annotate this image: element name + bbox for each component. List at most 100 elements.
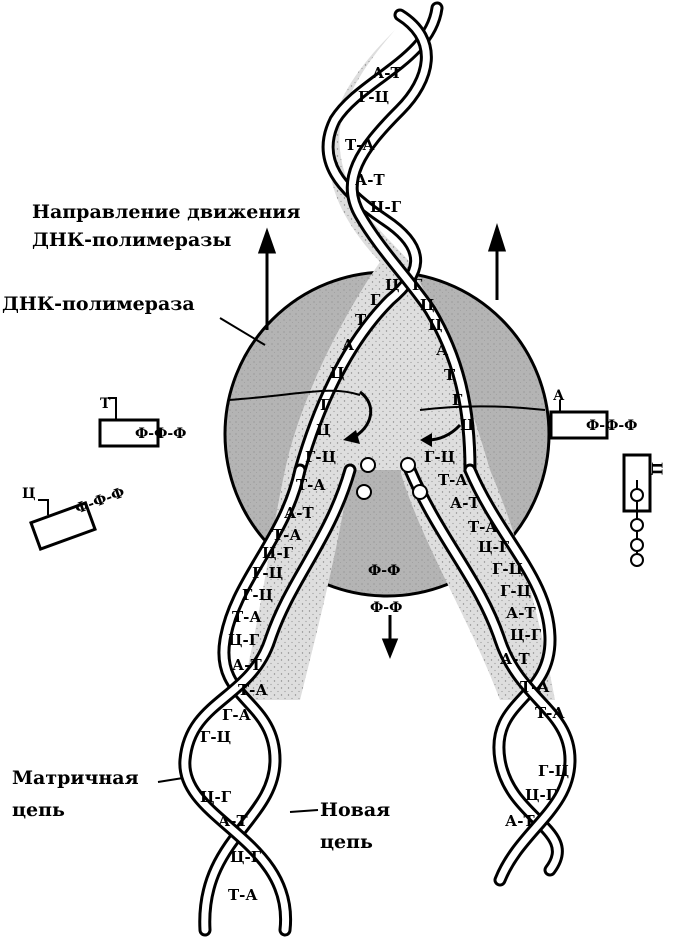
base-pair-label: А-Т xyxy=(284,504,314,522)
base-pair-label: Г xyxy=(412,276,423,294)
base-pair-label: А-Т xyxy=(450,494,480,512)
direction-arrow-left-head xyxy=(257,227,277,254)
curved-arrow-right-head xyxy=(420,433,432,447)
base-pair-label: А-Т xyxy=(505,812,535,830)
pair-labels-left-lower: Г-Ц Т-А А-Т Т-А Ц-Г Г-Ц Г-Ц Т-А Ц-Г А-Т Т-А Г-А Г-Ц Ц… xyxy=(200,448,336,904)
phosphate-bead xyxy=(400,457,416,473)
base-pair-label: А xyxy=(436,341,449,359)
new-strand-label-line1: Новая xyxy=(320,799,391,821)
nucleotide-left-far-base: Ц xyxy=(22,486,36,502)
nucleotide-left-far-tether xyxy=(38,499,49,515)
base-pair-label: Т-А xyxy=(468,518,498,536)
base-pair-label: Т-А xyxy=(438,471,468,489)
base-pair-label: Ц-Г xyxy=(370,198,402,216)
nucleotide-right-near-sugar xyxy=(549,410,609,440)
curved-arrow-left-head xyxy=(343,430,360,444)
strand-top-a-core xyxy=(296,4,441,474)
base-pair-label: А xyxy=(342,336,355,354)
nucleotide-left-near-tether xyxy=(108,397,117,420)
base-pair-label: Г-А xyxy=(222,706,252,724)
phosphate-bead xyxy=(630,538,644,552)
pair-labels-top: А-Т Г-Ц Т-А А-Т Ц-Г xyxy=(345,64,402,216)
base-pair-label: Ц-Г xyxy=(228,631,260,649)
phosphate-bead xyxy=(360,457,376,473)
nucleotide-right-far-base: Ц xyxy=(648,462,664,476)
new-strand-label-line2: цепь xyxy=(320,831,373,853)
phosphate-bead xyxy=(356,484,372,500)
strand-left-inner-core xyxy=(181,466,354,934)
nucleotide-left-near-sugar xyxy=(98,418,160,448)
base-pair-label: Т xyxy=(444,366,456,384)
sphere-line xyxy=(227,389,361,401)
phosphate-bead xyxy=(630,488,644,502)
base-pair-label: Г-Ц xyxy=(538,762,569,780)
ppi-released-label: Ф-Ф xyxy=(370,600,402,616)
phosphate-bead xyxy=(630,553,644,567)
polymerase-label: ДНК-полимераза xyxy=(2,293,195,315)
base-pair-label: Г-Ц xyxy=(252,564,283,582)
base-pair-label: А-Т xyxy=(500,650,530,668)
phosphate-bead xyxy=(630,518,644,532)
nucleotide-right-near-phosphates: Ф-Ф-Ф xyxy=(586,418,637,434)
nucleotide-left-far-sugar xyxy=(29,501,97,551)
base-pair-label: Т xyxy=(355,311,367,329)
base-pair-label: Ц xyxy=(316,421,331,439)
base-pair-label: Г-Ц xyxy=(305,448,336,466)
strand-top-b-core xyxy=(348,11,474,474)
nucleotide-right-far: Ц xyxy=(622,453,664,567)
pair-labels-right-lower: Г-ЦТ-АА-ТТ-АЦ-ГГ-ЦГ-ЦА-ТЦ-ГА-ТТ-АТ-АГ-ЦЦ… xyxy=(424,448,569,830)
base-pair-label: Ц-Г xyxy=(200,788,232,806)
base-pair-label: Ц-Г xyxy=(230,848,262,866)
nucleotide-right-near: А Ф-Ф-Ф xyxy=(549,388,637,440)
base-pair-label: Ц-Г xyxy=(525,786,557,804)
phosphate-bead xyxy=(412,484,428,500)
new-strand-leader xyxy=(289,809,319,813)
base-pair-label: А-Т xyxy=(355,171,385,189)
base-pair-label: Ц xyxy=(460,416,475,434)
nucleotide-right-near-base: А xyxy=(553,388,565,404)
template-leader xyxy=(157,777,184,783)
base-pair-label: Ц xyxy=(420,296,435,314)
nucleotide-left-near-phosphates: Ф-Ф-Ф xyxy=(135,426,186,442)
direction-arrows xyxy=(257,223,507,660)
base-pair-label: Т-А xyxy=(520,678,550,696)
base-pair-label: Г-Ц xyxy=(358,88,389,106)
ppi-release-arrow-head xyxy=(381,638,399,660)
base-pair-label: Г xyxy=(370,291,381,309)
sphere-line-right xyxy=(419,405,546,411)
base-pair-label: Ц xyxy=(330,364,345,382)
nucleotide-left-far-phosphates: Ф-Ф-Ф xyxy=(73,485,127,518)
strand-right-inner-core xyxy=(406,466,574,884)
base-pair-label: Ц-Г xyxy=(510,626,542,644)
base-pair-label: Т-А xyxy=(228,886,258,904)
nucleotide-left-near: Т Ф-Ф-Ф xyxy=(98,396,186,448)
base-pair-label: Т-А xyxy=(238,681,268,699)
base-pair-label: Т-А xyxy=(296,476,326,494)
base-pair-label: Г-Ц xyxy=(424,448,455,466)
base-pair-label: Т-А xyxy=(345,136,375,154)
base-pair-label: Г xyxy=(452,391,463,409)
base-pair-label: А-Т xyxy=(218,812,248,830)
polymerase-leader xyxy=(219,317,266,346)
dna-strands xyxy=(178,1,577,937)
base-pair-label: Г-Ц xyxy=(200,728,231,746)
base-pair-label: А-Т xyxy=(372,64,402,82)
base-pair-label: Т-А xyxy=(272,526,302,544)
direction-label-line1: Направление движения xyxy=(32,201,301,223)
base-pair-label: А-Т xyxy=(506,604,536,622)
base-pair-label: Г-Ц xyxy=(492,560,523,578)
base-pair-label: Г-Ц xyxy=(242,586,273,604)
base-pair-label: Г-Ц xyxy=(500,582,531,600)
base-pair-label: Т-А xyxy=(232,608,262,626)
base-pair-label: А-Т xyxy=(232,656,262,674)
direction-label-line2: ДНК-полимеразы xyxy=(32,229,232,251)
base-pair-label: Ц xyxy=(385,276,400,294)
template-strand-label-line1: Матричная xyxy=(12,767,139,789)
base-pair-label: Ц-Г xyxy=(478,538,510,556)
fork-phosphates xyxy=(356,457,428,500)
direction-arrow-right-head xyxy=(487,223,507,252)
template-strand-label-line2: цепь xyxy=(12,799,65,821)
